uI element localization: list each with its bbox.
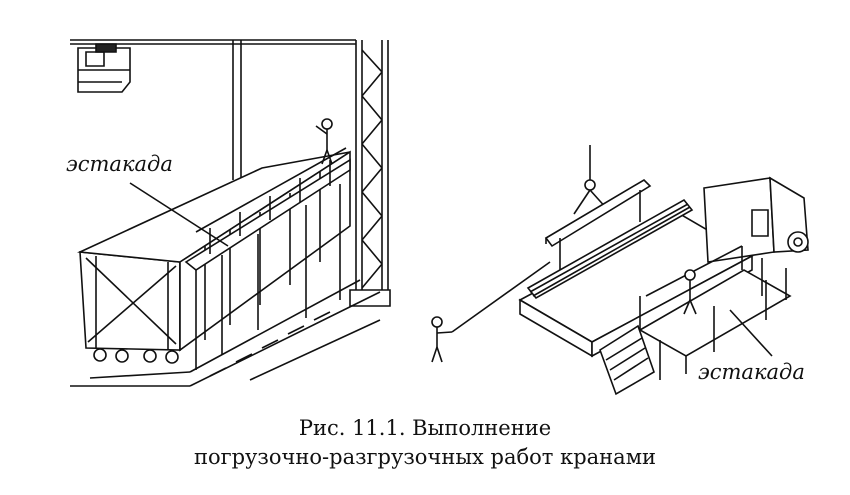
worker-ground bbox=[432, 317, 452, 362]
worker-left bbox=[316, 119, 332, 164]
caption-line-2: погрузочно-разгрузочных работ кранами bbox=[193, 445, 657, 469]
caption-line-1: Рис. 11.1. Выполнение bbox=[298, 416, 552, 440]
right-scene bbox=[432, 145, 808, 394]
guide-rope bbox=[452, 262, 550, 332]
callout-leader-right bbox=[730, 310, 772, 356]
load-bundle bbox=[528, 200, 692, 298]
trestle-callout-left: эстакада bbox=[66, 152, 173, 176]
trestle bbox=[186, 148, 350, 370]
crane-tower bbox=[350, 40, 390, 306]
crane-trolley bbox=[70, 40, 356, 92]
truck-cab bbox=[704, 178, 808, 262]
worker-right-trestle bbox=[684, 270, 696, 314]
railway-track bbox=[70, 280, 380, 386]
callout-leader-left bbox=[130, 183, 228, 246]
figure-caption: Рис. 11.1. Выполнение погрузочно-разгруз… bbox=[0, 414, 850, 472]
trestle-right bbox=[600, 246, 790, 394]
trestle-callout-right: эстакада bbox=[698, 360, 805, 384]
left-scene bbox=[70, 40, 390, 386]
